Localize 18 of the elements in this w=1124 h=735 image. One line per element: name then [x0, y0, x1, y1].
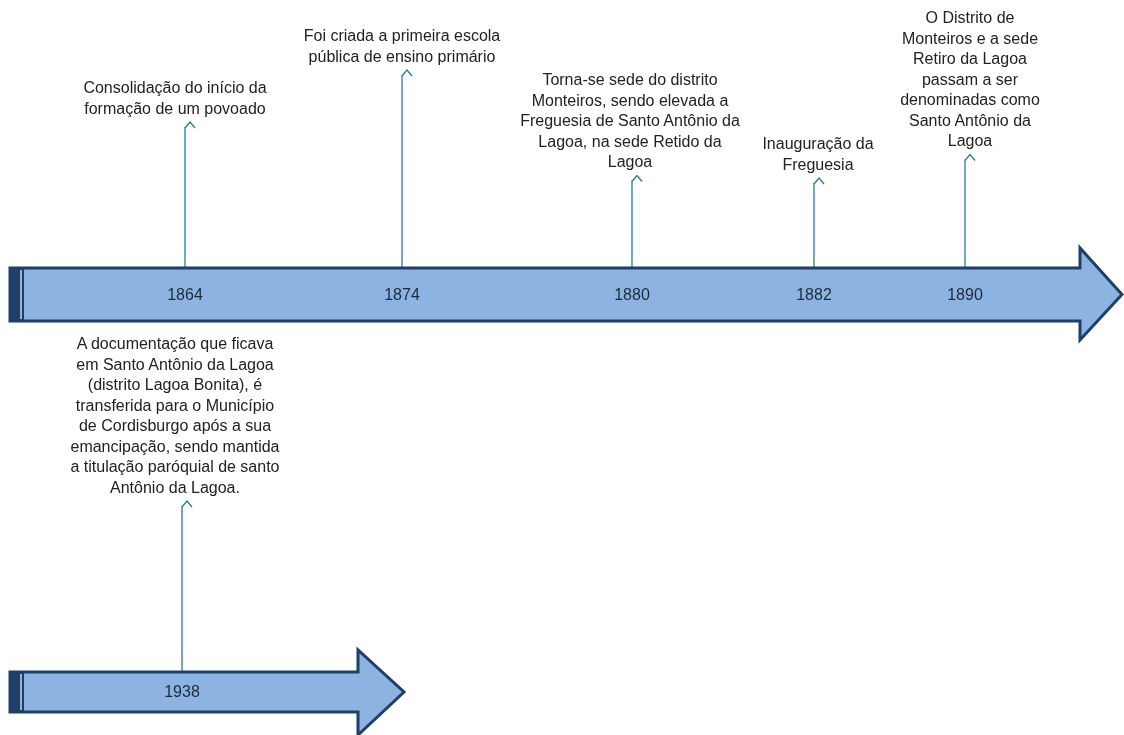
- arrow: [401, 69, 413, 269]
- arrow: [964, 153, 976, 269]
- event-text: Foi criada a primeira escola pública de ensino primário: [302, 26, 502, 67]
- arrow: [631, 174, 643, 269]
- year-label: 1874: [384, 285, 420, 304]
- event-text: Torna-se sede do distrito Monteiros, sendo elevada a Freguesia de Santo Antônio da Lagoa, na sede Retido da Lagoa: [517, 70, 743, 173]
- event-text: O Distrito de Monteiros e a sede Retiro da Lagoa passam a ser denominadas como Santo Antônio da Lagoa: [895, 8, 1045, 152]
- year-label: 1864: [167, 285, 203, 304]
- arrow: [181, 500, 193, 673]
- event-text: Consolidação do início da formação de um povoado: [67, 78, 283, 119]
- event-text: Inauguração da Freguesia: [755, 134, 881, 175]
- arrow: [184, 121, 196, 269]
- year-label: 1880: [614, 285, 650, 304]
- year-label: 1938: [164, 683, 200, 701]
- arrow: [813, 177, 825, 269]
- year-label: 1882: [796, 285, 832, 304]
- event-text: A documentação que ficava em Santo Antônio da Lagoa (distrito Lagoa Bonita), é transferida para o Município de Cordisburgo após a sua emancipação, sendo mantida a titulação paróquial de santo Antônio da Lagoa.: [67, 334, 283, 498]
- year-label: 1890: [947, 285, 983, 304]
